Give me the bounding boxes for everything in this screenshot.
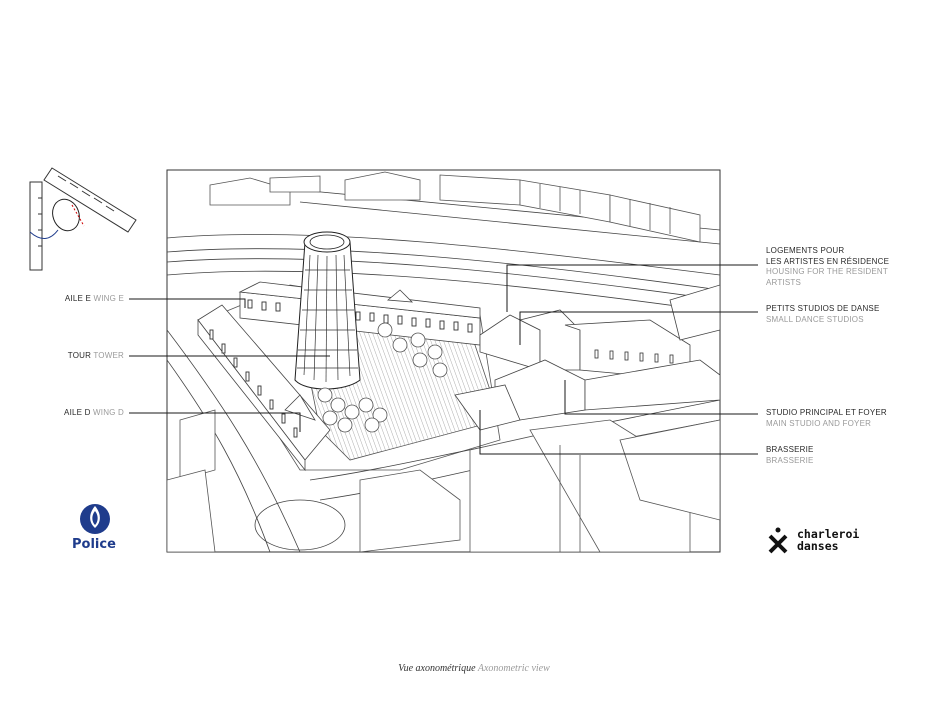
trees — [317, 322, 448, 433]
charleroi-danses-mark — [768, 527, 788, 554]
figure-caption: Vue axonométrique Axonometric view — [398, 663, 550, 674]
label-wing-d: AILE D WING D — [64, 408, 124, 417]
label-artist-housing: LOGEMENTS POUR LES ARTISTES EN RÉSIDENCE… — [766, 246, 890, 287]
tower-building — [294, 231, 361, 390]
label-small-studios: PETITS STUDIOS DE DANSE SMALL DANCE STUD… — [766, 304, 880, 324]
charleroi-danses-text: charleroi danses — [797, 527, 860, 553]
key-plan — [29, 167, 137, 271]
police-logo — [80, 504, 110, 534]
label-tower: TOUR TOWER — [67, 351, 124, 360]
label-brasserie: BRASSERIE BRASSERIE — [766, 445, 814, 465]
label-main-studio: STUDIO PRINCIPAL ET FOYER MAIN STUDIO AN… — [766, 408, 887, 428]
wing-d-building — [197, 304, 331, 472]
police-logo-text: Police — [72, 537, 116, 552]
leader-lines — [129, 264, 758, 455]
label-wing-e: AILE E WING E — [64, 294, 124, 303]
